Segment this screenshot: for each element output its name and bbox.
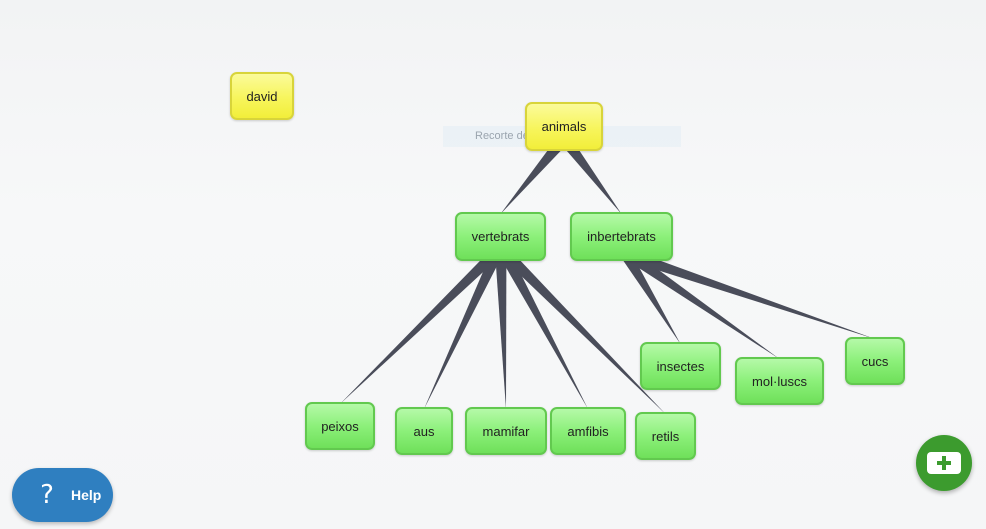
link-vertebrats-amfibis (501, 254, 588, 409)
link-inbertebrats-insectes (622, 254, 681, 344)
node-david[interactable]: david (230, 72, 294, 120)
add-card-icon (927, 452, 961, 474)
node-peixos[interactable]: peixos (305, 402, 375, 450)
help-button[interactable]: ? Help (12, 468, 113, 522)
node-aus[interactable]: aus (395, 407, 453, 455)
link-vertebrats-mamifar (495, 256, 507, 409)
node-amfibis[interactable]: amfibis (550, 407, 626, 455)
node-mamifar[interactable]: mamifar (465, 407, 547, 455)
node-animals[interactable]: animals (525, 102, 603, 151)
node-insectes[interactable]: insectes (640, 342, 721, 390)
node-retils[interactable]: retils (635, 412, 696, 460)
question-mark-icon: ? (40, 480, 54, 510)
help-label: Help (71, 487, 102, 503)
link-inbertebrats-molluscs (628, 252, 780, 359)
link-vertebrats-aus (424, 254, 501, 409)
link-animals-inbertebrats (565, 144, 622, 214)
node-vertebrats[interactable]: vertebrats (455, 212, 546, 261)
link-inbertebrats-cucs (631, 252, 875, 339)
link-animals-vertebrats (500, 144, 562, 214)
node-cucs[interactable]: cucs (845, 337, 905, 385)
link-vertebrats-retils (505, 253, 666, 414)
node-molluscs[interactable]: mol·luscs (735, 357, 824, 405)
node-inbertebrats[interactable]: inbertebrats (570, 212, 673, 261)
add-node-button[interactable] (916, 435, 972, 491)
link-vertebrats-peixos (340, 253, 496, 404)
